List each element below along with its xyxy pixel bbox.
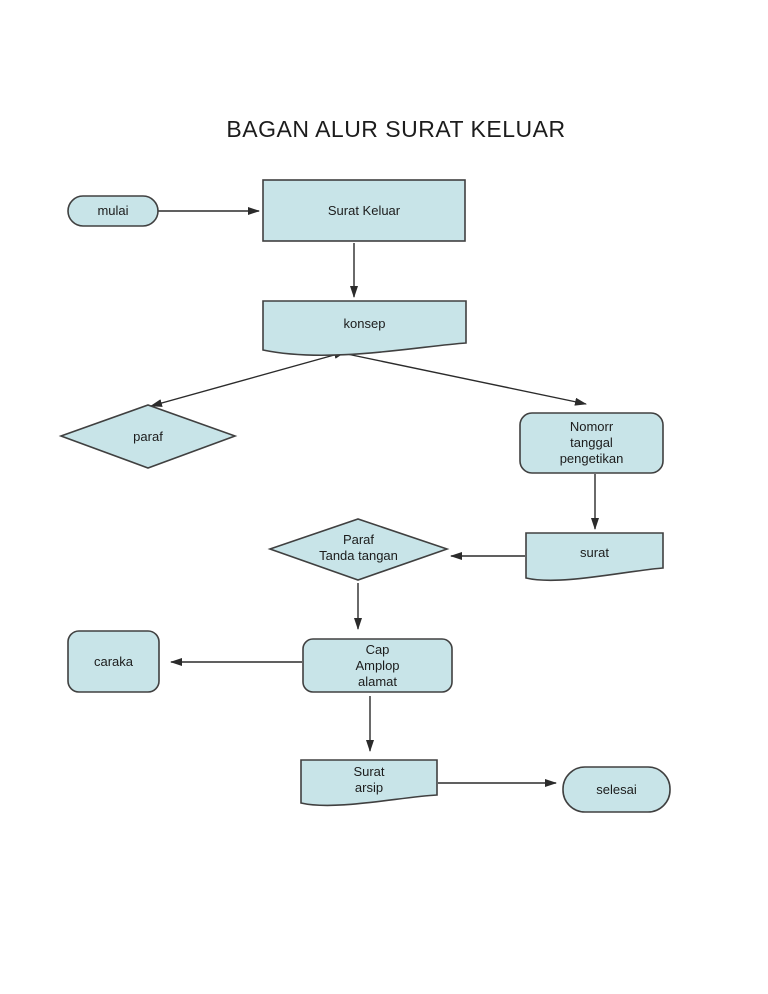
node-surat-shape bbox=[525, 532, 664, 582]
edge-konsep-to-paraf bbox=[150, 351, 346, 407]
node-caraka-shape bbox=[67, 630, 160, 693]
node-cap-amplop-alamat-label: Cap Amplop alamat bbox=[355, 641, 400, 689]
node-mulai-shape bbox=[67, 195, 159, 227]
node-surat-keluar-shape bbox=[262, 179, 466, 242]
node-paraf-tanda-tangan-shape bbox=[267, 518, 450, 581]
node-paraf-shape bbox=[58, 404, 238, 469]
node-konsep-shape bbox=[262, 300, 467, 357]
node-cap-amplop-alamat-shape bbox=[302, 638, 453, 693]
node-paraf-label: paraf bbox=[133, 428, 163, 444]
node-nomor-tanggal-pengetikan-label: Nomorr tanggal pengetikan bbox=[559, 419, 624, 466]
node-mulai-label: mulai bbox=[97, 203, 129, 218]
node-paraf-tanda-tangan-label: Paraf Tanda tangan bbox=[319, 532, 398, 563]
node-konsep-label: konsep bbox=[343, 316, 386, 331]
node-selesai-label: selesai bbox=[596, 781, 637, 797]
node-nomor-tanggal-pengetikan-shape bbox=[519, 412, 664, 474]
node-selesai-shape bbox=[562, 766, 671, 813]
node-surat-arsip-shape bbox=[300, 759, 438, 807]
edge-konsep-to-nomor-tanggal-pengetikan bbox=[346, 353, 587, 406]
node-surat-label: surat bbox=[580, 545, 609, 560]
node-caraka-label: caraka bbox=[93, 653, 134, 669]
node-surat-arsip-label: Surat arsip bbox=[353, 764, 385, 795]
diagram-title: BAGAN ALUR SURAT KELUAR bbox=[226, 116, 566, 142]
node-surat-keluar-label: Surat Keluar bbox=[327, 202, 401, 218]
